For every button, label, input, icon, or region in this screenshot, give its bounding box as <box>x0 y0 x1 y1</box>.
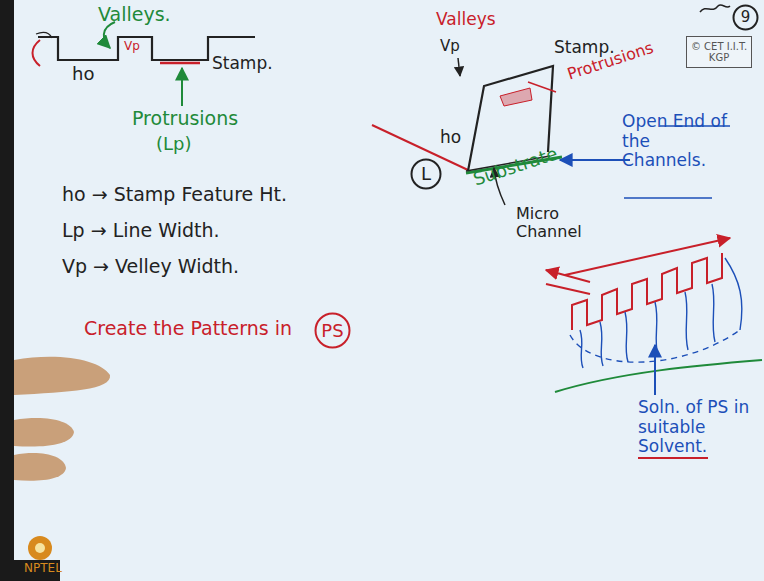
definition-note: ho → Stamp Feature Ht. <box>62 184 287 206</box>
underline <box>624 197 712 199</box>
leader-arrow <box>654 345 656 395</box>
node-text: L <box>410 164 442 184</box>
leader-line <box>372 125 468 170</box>
node-text: © CET I.I.T. KGP <box>690 41 748 63</box>
leader-arrow <box>458 58 460 76</box>
hand <box>14 357 110 481</box>
node-text: PS <box>314 321 351 341</box>
dimension-label: ho <box>440 128 461 148</box>
callout-label: Protrusions <box>132 108 238 130</box>
nptel-logo <box>28 536 52 560</box>
page-number-circle: 9 <box>732 4 759 31</box>
leader-arrow <box>181 68 183 106</box>
scribble <box>700 5 730 12</box>
definition-note: Vp → Velley Width. <box>62 256 239 278</box>
leader-arrow <box>560 159 630 161</box>
dimension-label: Vp <box>440 38 460 55</box>
instruction-note: Create the Patterns in <box>84 318 292 340</box>
flow-arrow <box>546 284 590 294</box>
callout-label: Valleys <box>436 10 496 30</box>
ground-line <box>555 360 762 392</box>
stamp-top <box>565 238 730 275</box>
material-circle: PS <box>314 312 351 349</box>
callout-label: Valleys. <box>98 4 171 26</box>
leader-arrow <box>104 22 115 48</box>
part-label: Substrate <box>471 144 560 191</box>
dimension-label: (Lp) <box>156 134 192 155</box>
node-text: 9 <box>732 9 759 26</box>
height-bracket <box>33 40 41 66</box>
nptel-logo <box>35 543 45 553</box>
valley-scribble <box>500 88 532 106</box>
part-label: Stamp. <box>212 54 273 74</box>
frame-edge <box>0 0 14 581</box>
leader-line <box>528 82 556 92</box>
watermark: NPTEL <box>24 562 62 576</box>
dimension-label: ho <box>72 64 94 85</box>
callout-note: Soln. of PS in suitable Solvent. <box>638 398 758 457</box>
part-label: Micro Channel <box>516 205 596 242</box>
channel-comb <box>572 253 722 330</box>
dimension-label: Vp <box>124 40 140 54</box>
flow-arrow <box>546 270 590 282</box>
callout-circle: L <box>410 158 442 190</box>
callout-note: Open End of the Channels. <box>622 112 734 171</box>
underline <box>638 457 708 459</box>
definition-note: Lp → Line Width. <box>62 220 220 242</box>
tick <box>36 32 52 38</box>
copyright-box: © CET I.I.T. KGP <box>686 36 752 68</box>
protrusion-mark <box>160 62 200 65</box>
